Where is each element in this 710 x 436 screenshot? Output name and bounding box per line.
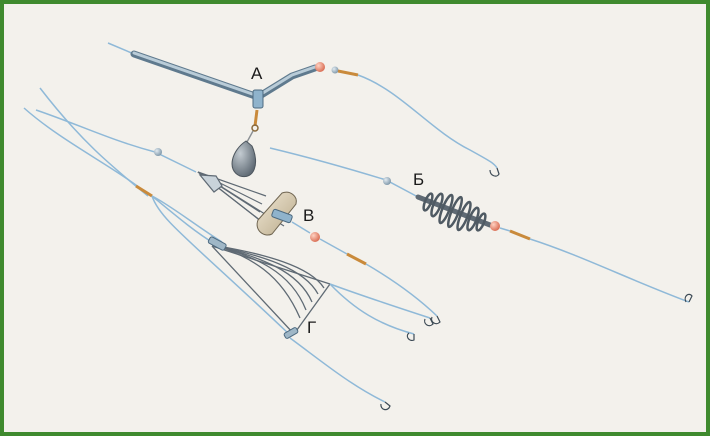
rig-g-main-line-2 xyxy=(40,88,148,196)
rig-b-swivel xyxy=(510,231,530,239)
rig-a-swivel-2 xyxy=(338,71,358,75)
rig-g-hook-link-1 xyxy=(330,284,430,318)
rig-a-red-bead xyxy=(315,62,325,72)
label-b: Б xyxy=(413,170,424,189)
rig-b-blue-bead xyxy=(383,177,391,185)
rig-b-hook-link xyxy=(530,239,689,302)
rig-v-blue-bead xyxy=(154,148,162,156)
rig-b: Б xyxy=(270,148,692,302)
label-a: А xyxy=(251,64,263,83)
label-v: В xyxy=(303,206,314,225)
label-g: Г xyxy=(307,318,316,337)
rig-g: Г xyxy=(24,88,433,410)
rig-a-boom-tube xyxy=(134,54,315,97)
rig-a-lead-weight xyxy=(232,141,256,177)
rig-v: В xyxy=(36,110,440,324)
rig-g-bottom-sleeve xyxy=(283,327,298,339)
rig-a-junction-sleeve xyxy=(253,90,263,108)
rig-b-red-bead xyxy=(490,221,500,231)
rig-v-red-bead xyxy=(310,232,320,242)
rig-a-hook xyxy=(490,168,499,176)
rig-v-main-line xyxy=(36,110,196,172)
rig-a-swivel xyxy=(255,110,257,126)
rig-g-swivel xyxy=(136,186,152,196)
rig-a-main-line xyxy=(108,43,134,54)
rig-v-swivel xyxy=(347,254,366,264)
rig-b-main-line xyxy=(270,148,418,197)
rig-g-hook-link-3 xyxy=(290,338,385,402)
fishing-rigs-illustration: А Б xyxy=(4,4,706,432)
rig-g-hook-3 xyxy=(381,402,390,410)
rig-a-hook-link xyxy=(358,75,497,168)
rig-g-main-line xyxy=(24,108,140,188)
